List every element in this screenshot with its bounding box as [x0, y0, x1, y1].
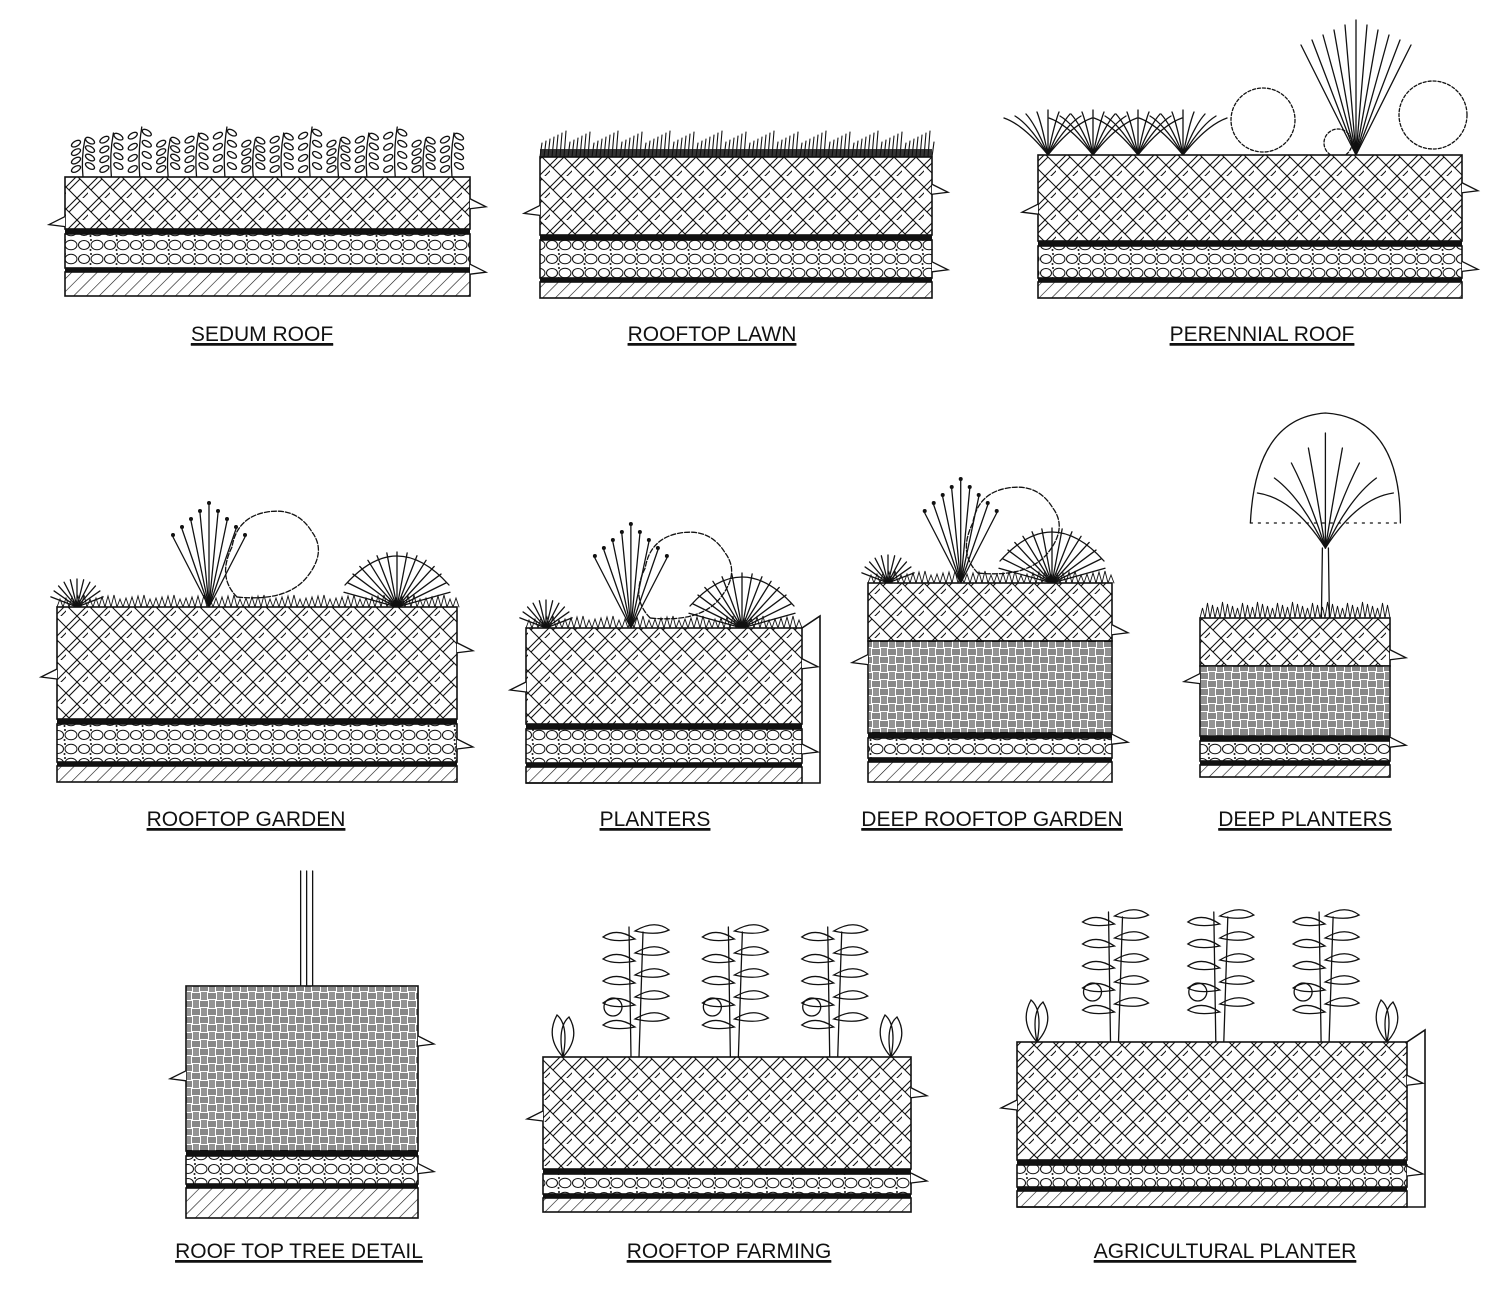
planters-vegetation — [519, 522, 803, 630]
deep-rooftop-garden-label: DEEP ROOFTOP GARDEN — [861, 808, 1122, 831]
perennial-roof-label: PERENNIAL ROOF — [1170, 323, 1355, 346]
agricultural-planter-vegetation — [1025, 909, 1399, 1043]
sedum-roof-label: SEDUM ROOF — [191, 323, 333, 346]
perennial-roof-vegetation — [1003, 19, 1468, 158]
rooftop-lawn-vegetation — [539, 130, 935, 158]
perennial-roof: PERENNIAL ROOF — [1003, 19, 1481, 346]
roof-top-tree-detail: ROOF TOP TREE DETAIL — [167, 870, 437, 1263]
deep-planters-label: DEEP PLANTERS — [1218, 808, 1392, 831]
rooftop-garden: ROOFTOP GARDEN — [38, 501, 476, 831]
rooftop-garden-label: ROOFTOP GARDEN — [147, 808, 346, 831]
planters: PLANTERS — [507, 522, 821, 831]
planters-label: PLANTERS — [600, 808, 711, 831]
roof-top-tree-detail-label: ROOF TOP TREE DETAIL — [175, 1240, 423, 1263]
deep-planters: DEEP PLANTERS — [1181, 412, 1409, 831]
deep-planters-vegetation — [1199, 412, 1402, 619]
deep-rooftop-garden: DEEP ROOFTOP GARDEN — [849, 477, 1131, 831]
rooftop-farming-label: ROOFTOP FARMING — [627, 1240, 832, 1263]
rooftop-lawn-label: ROOFTOP LAWN — [628, 323, 797, 346]
sedum-roof-vegetation — [70, 126, 465, 178]
rooftop-farming: ROOFTOP FARMING — [524, 924, 930, 1263]
rooftop-farming-vegetation — [551, 924, 903, 1058]
rooftop-garden-vegetation — [50, 501, 460, 609]
sedum-roof: SEDUM ROOF — [46, 126, 489, 346]
rooftop-lawn: ROOFTOP LAWN — [521, 130, 951, 346]
agricultural-planter-label: AGRICULTURAL PLANTER — [1094, 1240, 1357, 1263]
deep-rooftop-garden-vegetation — [861, 477, 1115, 585]
agricultural-planter: AGRICULTURAL PLANTER — [998, 909, 1426, 1263]
